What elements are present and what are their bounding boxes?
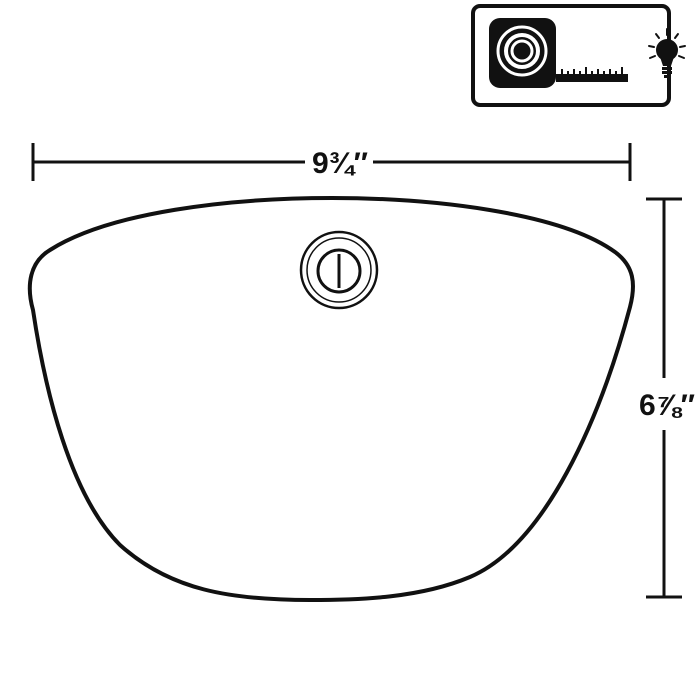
sink-outline — [27, 196, 635, 602]
height-label: 6⅞″ — [639, 389, 695, 422]
drain — [299, 230, 379, 310]
tape-measure-icon — [489, 18, 628, 88]
width-dimension: 9¾″ — [31, 143, 632, 181]
height-dimension: 6⅞″ — [639, 197, 695, 599]
light-bulb-icon — [648, 28, 686, 78]
width-label: 9¾″ — [312, 147, 368, 180]
info-badge — [471, 4, 686, 107]
